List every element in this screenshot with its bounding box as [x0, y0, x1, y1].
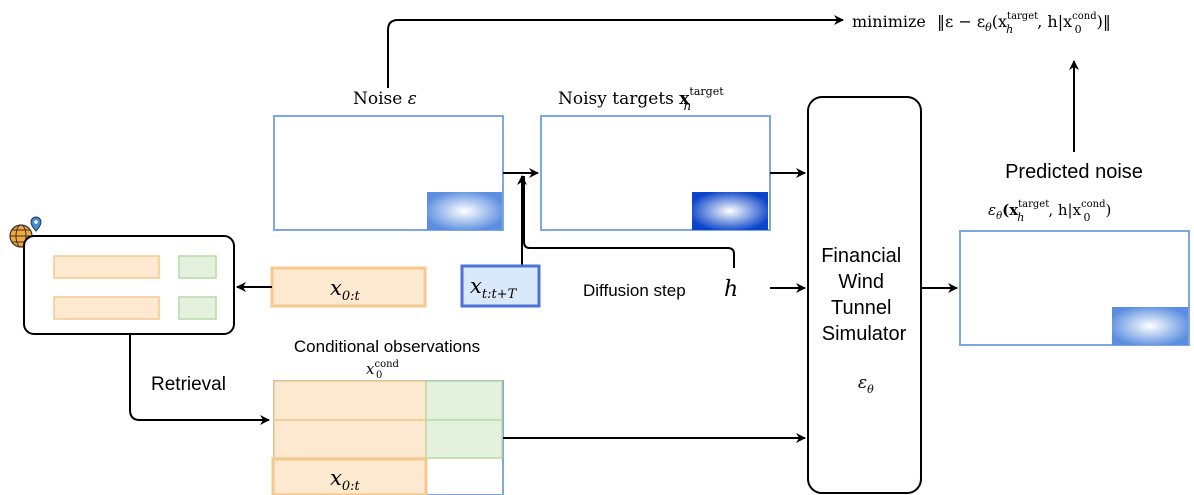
conditional-future-row-1 — [425, 380, 503, 421]
retrieval-label: Retrieval — [151, 374, 226, 395]
retrieval-arrow — [129, 334, 270, 425]
simulator-label: Financial Wind Tunnel Simulator — [821, 245, 907, 345]
diffusion-step-symbol: h — [724, 277, 738, 302]
diffusion-step-label: Diffusion step — [583, 281, 686, 300]
future-box — [460, 264, 541, 308]
database-future-row-2 — [178, 296, 217, 320]
noise-label: Noise ε — [353, 89, 417, 109]
diffusion-step-connector — [523, 176, 735, 268]
noise-patch — [427, 192, 502, 230]
noisy-targets-patch — [692, 192, 768, 230]
conditional-future-row-2 — [425, 419, 503, 459]
conditional-history-box-label: x0:t — [330, 466, 360, 494]
objective-arrow — [387, 15, 844, 88]
database-history-row-1 — [53, 255, 160, 279]
database-future-row-1 — [178, 255, 217, 279]
simulator-symbol: εθ — [858, 373, 874, 396]
conditional-label: Conditional observations — [294, 337, 480, 356]
database-history-row-2 — [53, 296, 160, 320]
predicted-noise-patch — [1112, 307, 1188, 345]
predicted-noise-box — [959, 230, 1190, 346]
history-box-label: x0:t — [330, 276, 360, 304]
conditional-history-row-2 — [273, 419, 427, 459]
simulator-box — [807, 96, 922, 494]
predicted-noise-label: Predicted noise — [1005, 161, 1143, 183]
conditional-history-row-1 — [273, 380, 427, 421]
conditional-history-box — [271, 457, 428, 495]
future-box-label: xt:t+T — [470, 274, 518, 302]
